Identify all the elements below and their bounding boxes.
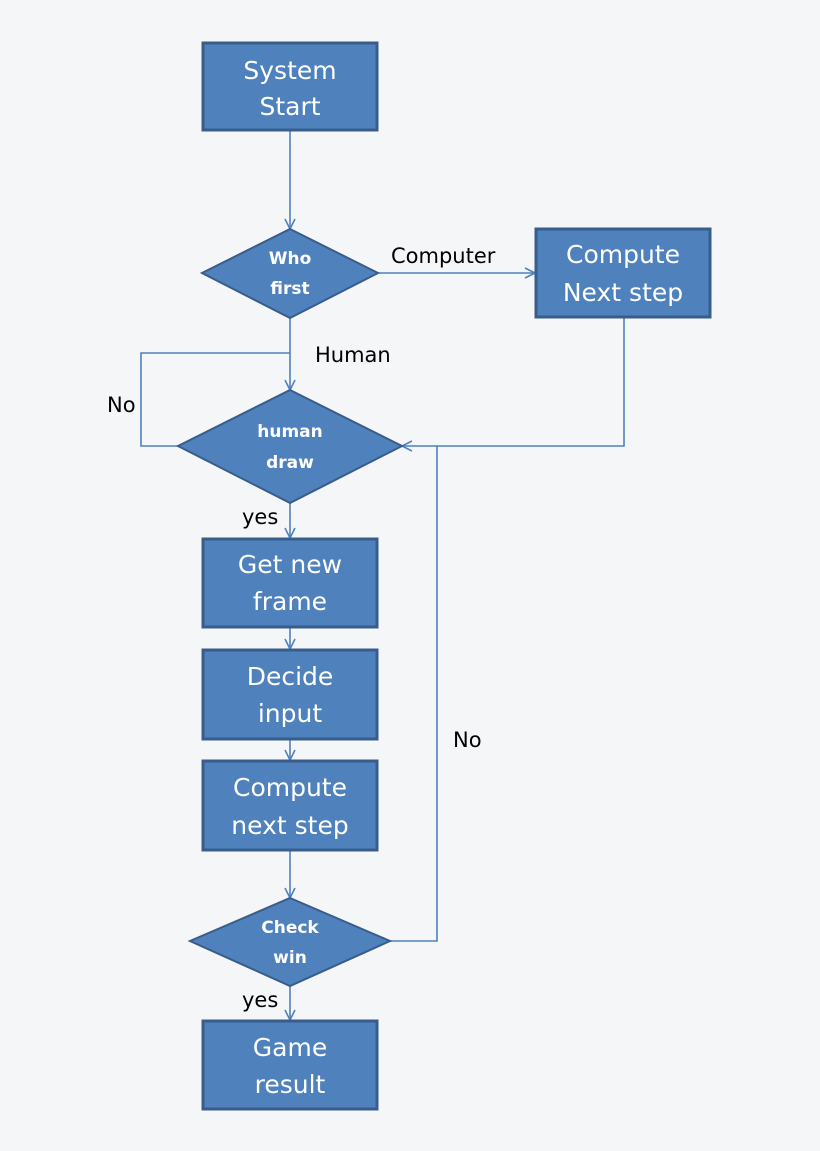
node-compute-next-step[interactable]: Compute next step — [201, 759, 379, 852]
edge-label-computer: Computer — [391, 244, 496, 268]
node-system-start[interactable]: System Start — [201, 41, 379, 132]
decision-human-draw[interactable]: human draw — [175, 388, 405, 505]
node-get-new-frame-line1: Get new — [238, 550, 342, 579]
node-compute-next-step-line2: next step — [231, 811, 348, 840]
node-compute-next-step-top-line1: Compute — [566, 240, 680, 269]
decision-human-draw-line2: draw — [266, 453, 314, 473]
node-system-start-line2: Start — [259, 92, 320, 121]
decision-who-first-line1: Who — [269, 249, 312, 269]
decision-human-draw-line1: human — [257, 422, 323, 442]
node-compute-next-step-top-line2: Next step — [563, 278, 683, 307]
decision-who-first-line2: first — [270, 279, 309, 299]
node-get-new-frame[interactable]: Get new frame — [201, 537, 379, 629]
edge-label-human: Human — [315, 343, 391, 367]
node-decide-input-line1: Decide — [247, 662, 334, 691]
edge-human-draw-no-loop — [140, 352, 290, 447]
edge-label-yes-win: yes — [242, 988, 278, 1012]
node-compute-next-step-top[interactable]: Compute Next step — [534, 227, 712, 319]
edge-label-yes-draw: yes — [242, 505, 278, 529]
node-game-result[interactable]: Game result — [201, 1019, 379, 1111]
decision-check-win-line2: win — [273, 948, 307, 968]
edge-compute-top-to-human-draw — [402, 318, 625, 446]
node-decide-input[interactable]: Decide input — [201, 648, 379, 741]
edge-label-no-right: No — [453, 728, 482, 752]
decision-check-win[interactable]: Check win — [187, 896, 393, 988]
node-system-start-line1: System — [243, 56, 336, 85]
edge-check-win-no-loop — [390, 446, 438, 942]
node-game-result-line2: result — [255, 1070, 326, 1099]
edge-label-no-left: No — [107, 393, 136, 417]
node-game-result-line1: Game — [253, 1033, 327, 1062]
node-compute-next-step-line1: Compute — [233, 773, 347, 802]
decision-who-first[interactable]: Who first — [199, 227, 381, 320]
node-get-new-frame-line2: frame — [253, 587, 327, 616]
node-decide-input-line2: input — [258, 699, 323, 728]
decision-check-win-line1: Check — [261, 918, 319, 938]
